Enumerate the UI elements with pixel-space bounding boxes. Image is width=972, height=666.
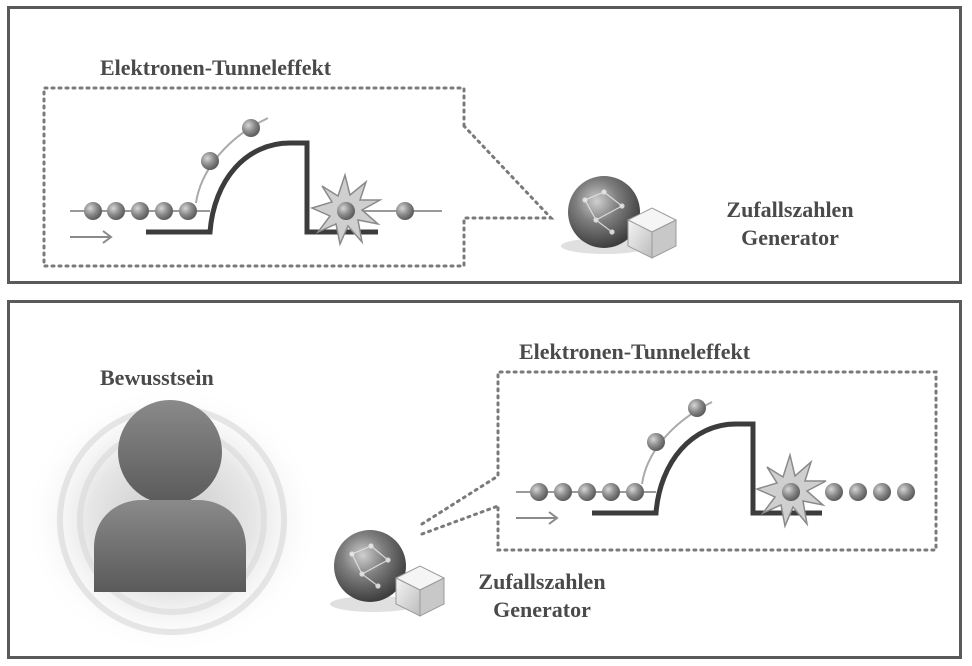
bottom-direction-arrow [516, 511, 559, 525]
top-electron [242, 119, 260, 137]
consciousness-person-icon [22, 385, 322, 655]
bottom-electron [626, 483, 644, 501]
bottom-generator-line2: Generator [493, 596, 591, 622]
bottom-electron [897, 483, 915, 501]
bottom-electron [647, 433, 665, 451]
top-electron [337, 202, 355, 220]
top-panel [7, 6, 962, 284]
top-electron [201, 152, 219, 170]
top-tunnel-diagram [42, 86, 555, 268]
top-generator-line2: Generator [741, 224, 839, 250]
top-electron [107, 202, 125, 220]
bottom-electron [849, 483, 867, 501]
top-generator-line1: Zufallszahlen [726, 197, 854, 222]
bottom-generator-label: Zufallszahlen Generator [452, 568, 632, 623]
bottom-electron [873, 483, 891, 501]
bottom-electron [554, 483, 572, 501]
top-electron [155, 202, 173, 220]
bottom-electron [578, 483, 596, 501]
bottom-dotted-connector [420, 370, 938, 552]
top-electron [131, 202, 149, 220]
top-generator-label: Zufallszahlen Generator [700, 196, 880, 251]
top-electron [84, 202, 102, 220]
top-potential-barrier [146, 140, 378, 235]
bottom-generator-icon [330, 530, 446, 617]
bottom-tunnel-title: Elektronen-Tunneleffekt [519, 339, 751, 364]
top-electron [396, 202, 414, 220]
top-generator-icon [561, 176, 678, 259]
top-tunnel-title: Elektronen-Tunneleffekt [100, 55, 332, 80]
bottom-potential-barrier [592, 421, 822, 516]
bottom-tunnel-diagram [516, 399, 915, 529]
bottom-electron [782, 483, 800, 501]
bottom-electron [825, 483, 843, 501]
top-dotted-callout [42, 86, 555, 268]
bottom-dotted-connector-lower [420, 504, 500, 536]
top-direction-arrow [70, 230, 113, 244]
bottom-electron [602, 483, 620, 501]
bottom-electron [530, 483, 548, 501]
bottom-generator-line1: Zufallszahlen [478, 569, 606, 594]
consciousness-label: Bewusstsein [100, 365, 214, 390]
bottom-electron [688, 399, 706, 417]
top-electron [179, 202, 197, 220]
